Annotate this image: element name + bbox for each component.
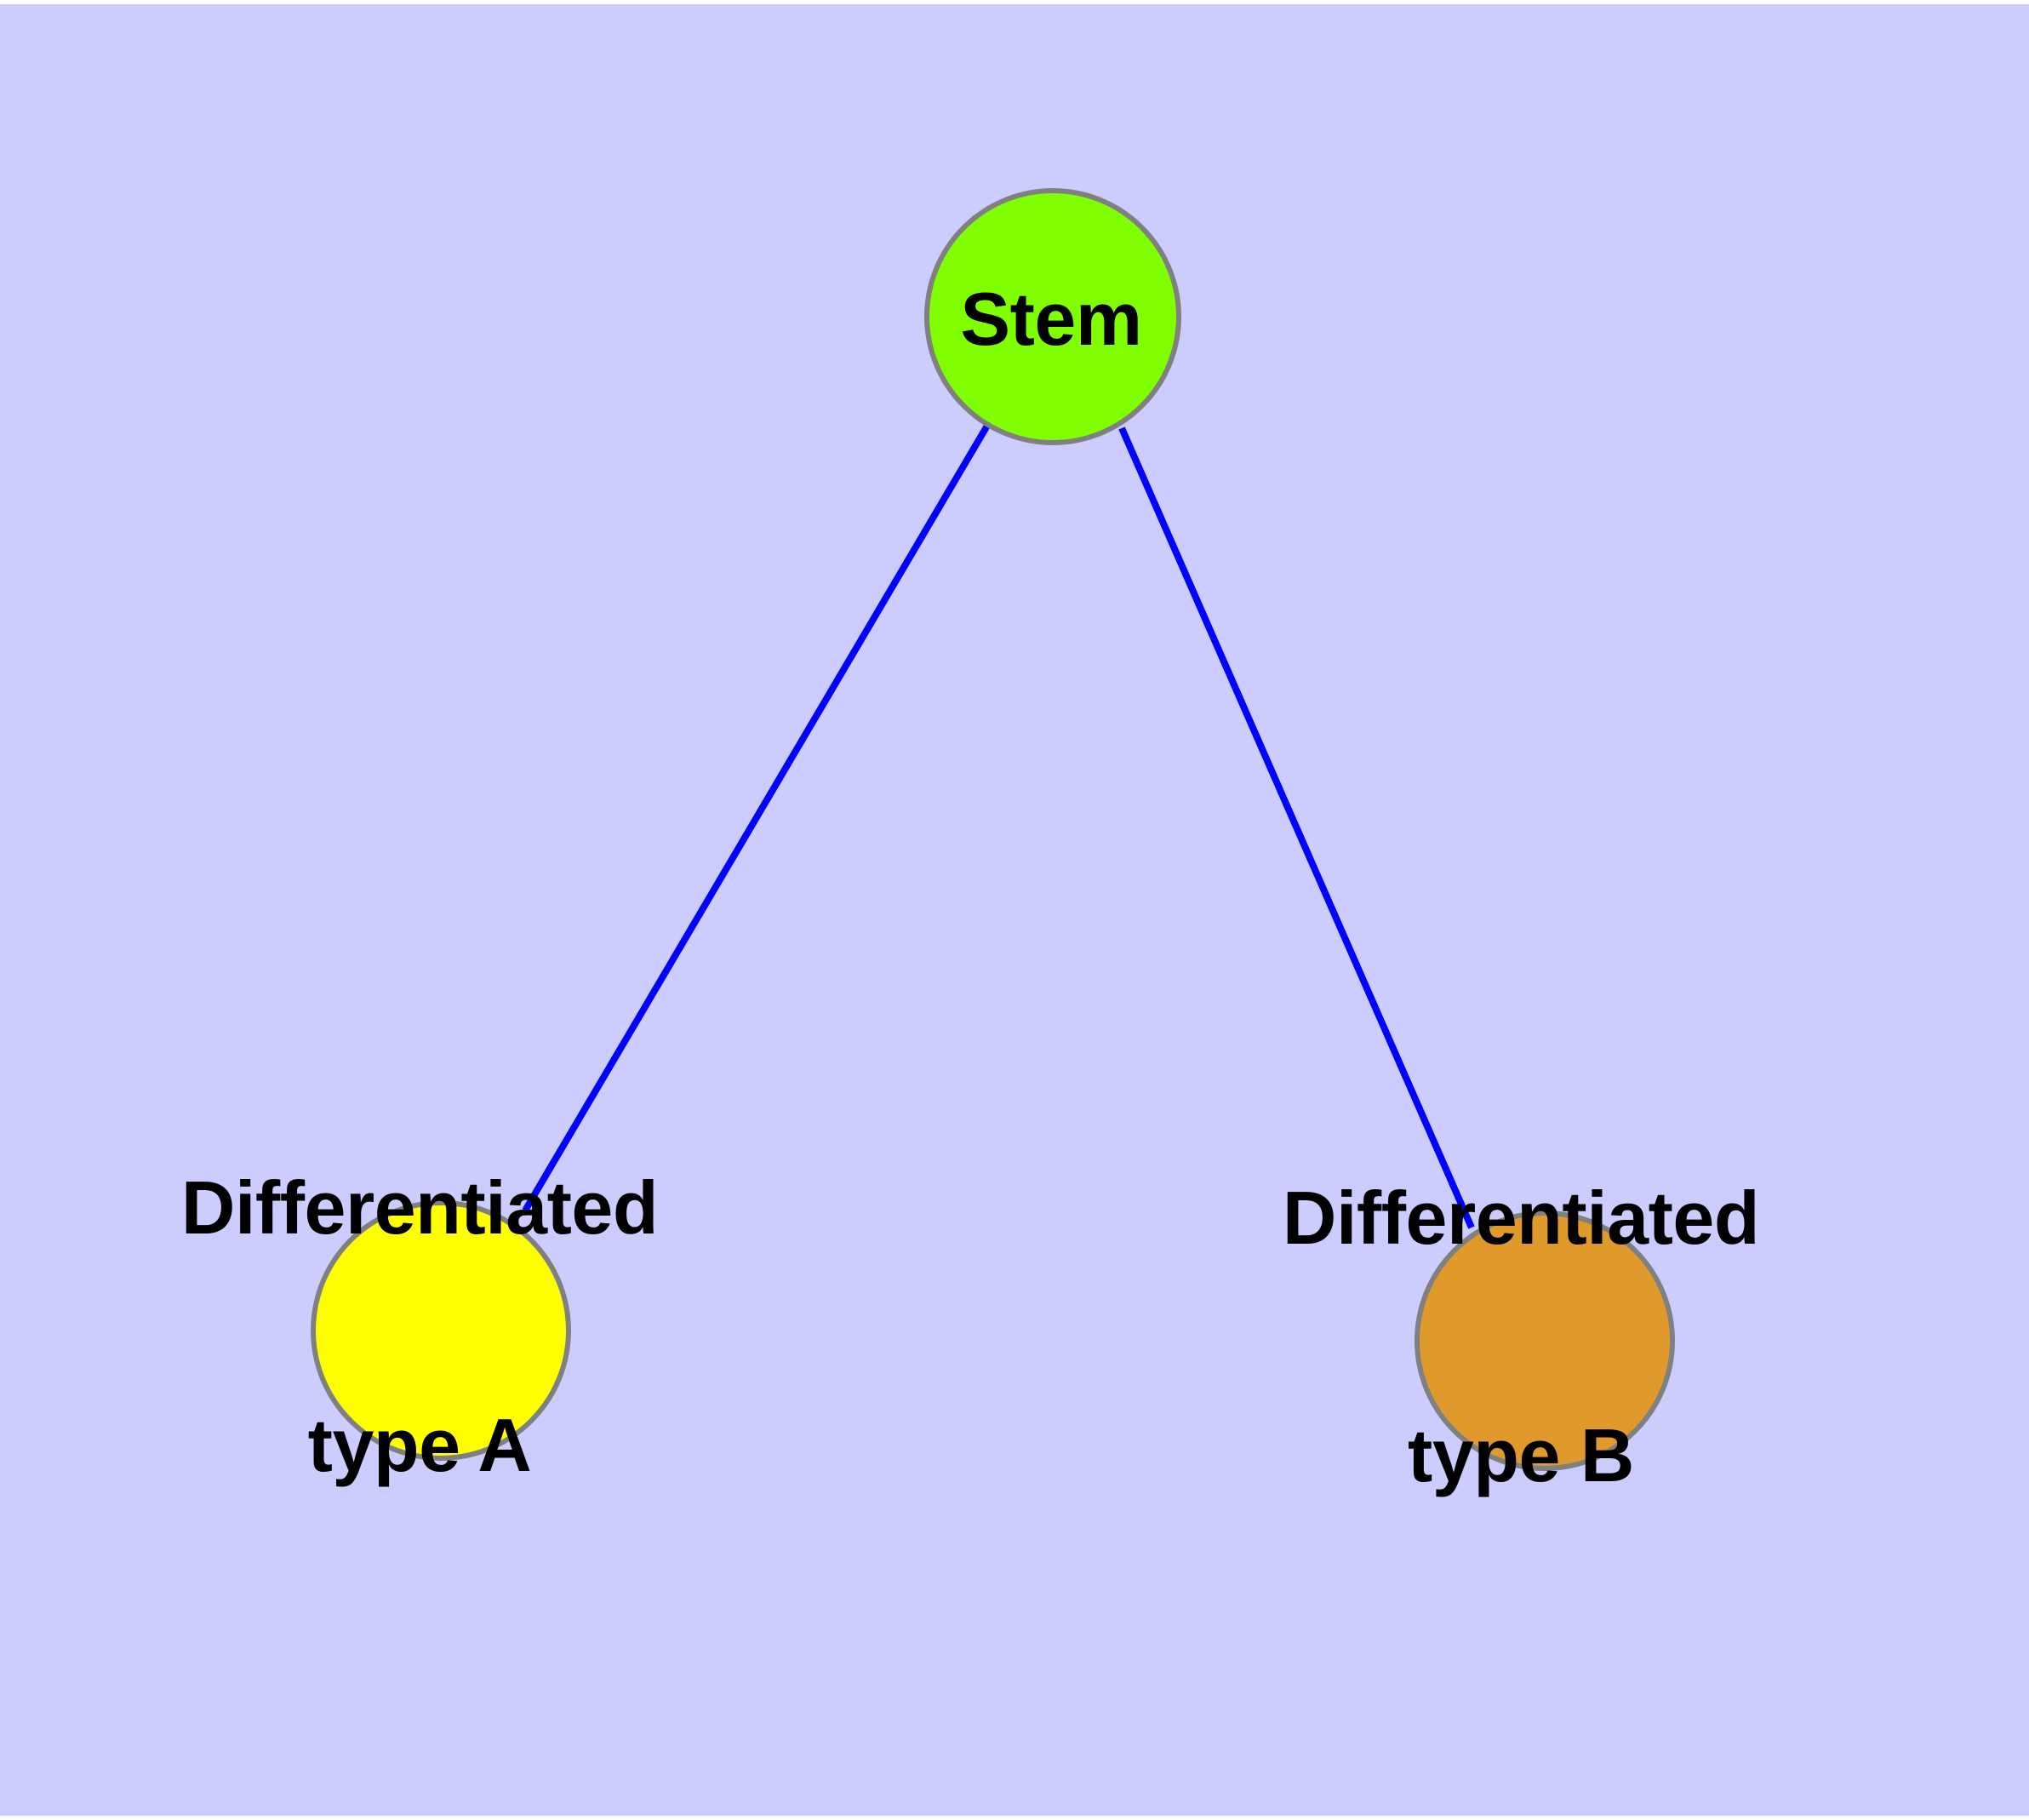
node-stem-circle[interactable] — [924, 188, 1181, 445]
node-differentiated-type-a-circle[interactable] — [311, 1200, 571, 1461]
node-layer — [311, 188, 1675, 1471]
edge-stem-to-differentiated-type-b — [1118, 426, 1475, 1229]
edge-stem-to-differentiated-type-a — [522, 423, 991, 1213]
edge-layer — [522, 423, 1475, 1229]
node-differentiated-type-b-circle[interactable] — [1415, 1210, 1675, 1471]
